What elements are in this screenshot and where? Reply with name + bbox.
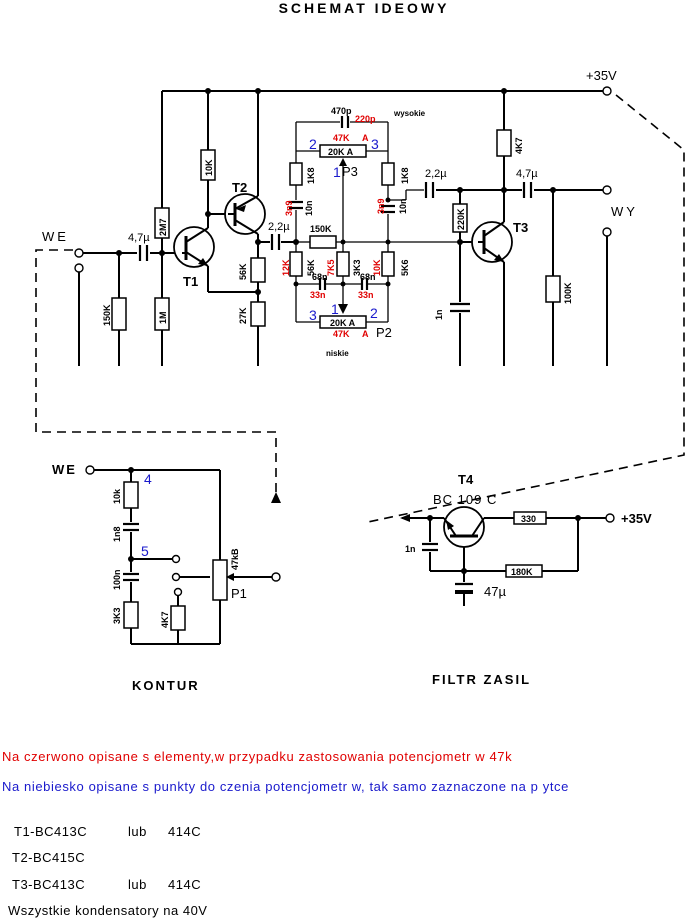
transistor-t2: T2 bbox=[224, 180, 266, 235]
svg-text:56K: 56K bbox=[238, 263, 248, 280]
svg-text:1n: 1n bbox=[405, 544, 416, 554]
svg-text:4,7µ: 4,7µ bbox=[128, 232, 150, 244]
filtr-zasil-block: T4 BC 109 C 330 +35V 1n 180K 47µ FILTR Z… bbox=[400, 472, 652, 687]
resistor-100k-out bbox=[545, 275, 561, 303]
svg-text:47kB: 47kB bbox=[230, 548, 240, 570]
svg-text:27K: 27K bbox=[238, 307, 248, 324]
svg-text:68n: 68n bbox=[360, 272, 376, 282]
p2-label: P2 bbox=[376, 325, 392, 340]
svg-text:220K: 220K bbox=[456, 208, 466, 230]
input-stage: WE 150K 4,7µ 2M7 1M bbox=[42, 91, 182, 366]
svg-text:2: 2 bbox=[370, 305, 378, 321]
supply-label: +35V bbox=[586, 68, 617, 83]
svg-text:4K7: 4K7 bbox=[514, 137, 524, 154]
resistor-27k bbox=[250, 301, 266, 327]
supply-terminal bbox=[602, 86, 612, 96]
kontur-title: KONTUR bbox=[132, 678, 200, 693]
svg-text:180K: 180K bbox=[511, 567, 533, 577]
svg-text:12K: 12K bbox=[281, 259, 291, 276]
filtr-title: FILTR ZASIL bbox=[432, 672, 531, 687]
svg-text:100K: 100K bbox=[563, 282, 573, 304]
supply-rail: +35V bbox=[162, 68, 617, 96]
bass-label: niskie bbox=[326, 349, 349, 358]
treble-label: wysokie bbox=[393, 109, 426, 118]
svg-text:10n: 10n bbox=[304, 200, 314, 216]
svg-text:5: 5 bbox=[141, 543, 149, 559]
svg-text:10K: 10K bbox=[372, 259, 382, 276]
svg-text:1M: 1M bbox=[158, 311, 168, 324]
svg-text:4,7µ: 4,7µ bbox=[516, 168, 538, 180]
svg-text:3n9: 3n9 bbox=[284, 200, 294, 216]
p3-label: P3 bbox=[342, 164, 358, 179]
svg-text:4K7: 4K7 bbox=[160, 611, 170, 628]
svg-text:3K3: 3K3 bbox=[112, 607, 122, 624]
svg-text:3K3: 3K3 bbox=[352, 259, 362, 276]
svg-text:47µ: 47µ bbox=[484, 584, 506, 599]
t3-label: T3 bbox=[513, 220, 528, 235]
output-stage: 2,2µ 220K 1n T3 4K7 4,7µ bbox=[424, 91, 638, 366]
input-label-we: WE bbox=[42, 229, 69, 244]
potentiometer-p1[interactable] bbox=[212, 559, 228, 601]
svg-text:100n: 100n bbox=[112, 569, 122, 590]
t1-label: T1 bbox=[183, 274, 198, 289]
svg-text:1n: 1n bbox=[434, 309, 444, 320]
svg-text:150K: 150K bbox=[102, 304, 112, 326]
svg-text:A: A bbox=[362, 133, 369, 143]
t4-type: BC 109 C bbox=[433, 492, 497, 507]
svg-text:1K8: 1K8 bbox=[306, 167, 316, 184]
svg-text:3n9: 3n9 bbox=[376, 198, 386, 214]
svg-text:150K: 150K bbox=[310, 224, 332, 234]
svg-text:68n: 68n bbox=[312, 272, 328, 282]
svg-text:2: 2 bbox=[309, 136, 317, 152]
output-label-wy: WY bbox=[611, 204, 638, 219]
resistor-56k-t2 bbox=[250, 257, 266, 283]
svg-text:330: 330 bbox=[521, 514, 536, 524]
svg-text:47K: 47K bbox=[333, 329, 350, 339]
p1-label: P1 bbox=[231, 586, 247, 601]
svg-text:220p: 220p bbox=[355, 114, 376, 124]
svg-text:2,2µ: 2,2µ bbox=[425, 168, 447, 180]
svg-text:56K: 56K bbox=[306, 259, 316, 276]
filtr-supply-label: +35V bbox=[621, 511, 652, 526]
kontur-block: WE 10k 4 1n8 5 100n 3K3 4K7 bbox=[52, 462, 281, 693]
svg-text:47K: 47K bbox=[333, 133, 350, 143]
svg-text:20K A: 20K A bbox=[328, 147, 354, 157]
svg-text:33n: 33n bbox=[310, 290, 326, 300]
svg-text:A: A bbox=[362, 329, 369, 339]
resistor-4k7 bbox=[496, 129, 512, 157]
tone-stack: 470p 220p wysokie 20K A 47K A 2 3 1 P3 1… bbox=[281, 106, 460, 358]
diagram-title: SCHEMAT IDEOWY bbox=[279, 0, 450, 16]
svg-text:2,2µ: 2,2µ bbox=[268, 221, 290, 233]
svg-text:2M7: 2M7 bbox=[158, 218, 168, 236]
transistor-t1: T1 bbox=[173, 226, 215, 289]
svg-text:7K5: 7K5 bbox=[326, 259, 336, 276]
svg-text:10K: 10K bbox=[204, 159, 214, 176]
svg-text:3: 3 bbox=[309, 307, 317, 323]
resistor-150k-in bbox=[111, 297, 127, 331]
t2-label: T2 bbox=[232, 180, 247, 195]
t4-label: T4 bbox=[458, 472, 474, 487]
svg-text:10n: 10n bbox=[398, 198, 408, 214]
svg-text:470p: 470p bbox=[331, 106, 352, 116]
svg-text:1: 1 bbox=[331, 301, 339, 317]
svg-text:5K6: 5K6 bbox=[400, 259, 410, 276]
svg-text:3: 3 bbox=[371, 136, 379, 152]
svg-text:1: 1 bbox=[333, 164, 341, 180]
svg-text:10k: 10k bbox=[112, 488, 122, 504]
svg-text:20K A: 20K A bbox=[330, 318, 356, 328]
svg-text:1n8: 1n8 bbox=[112, 526, 122, 542]
svg-text:33n: 33n bbox=[358, 290, 374, 300]
svg-text:4: 4 bbox=[144, 471, 152, 487]
svg-text:1K8: 1K8 bbox=[400, 167, 410, 184]
kontur-input-label: WE bbox=[52, 462, 77, 477]
